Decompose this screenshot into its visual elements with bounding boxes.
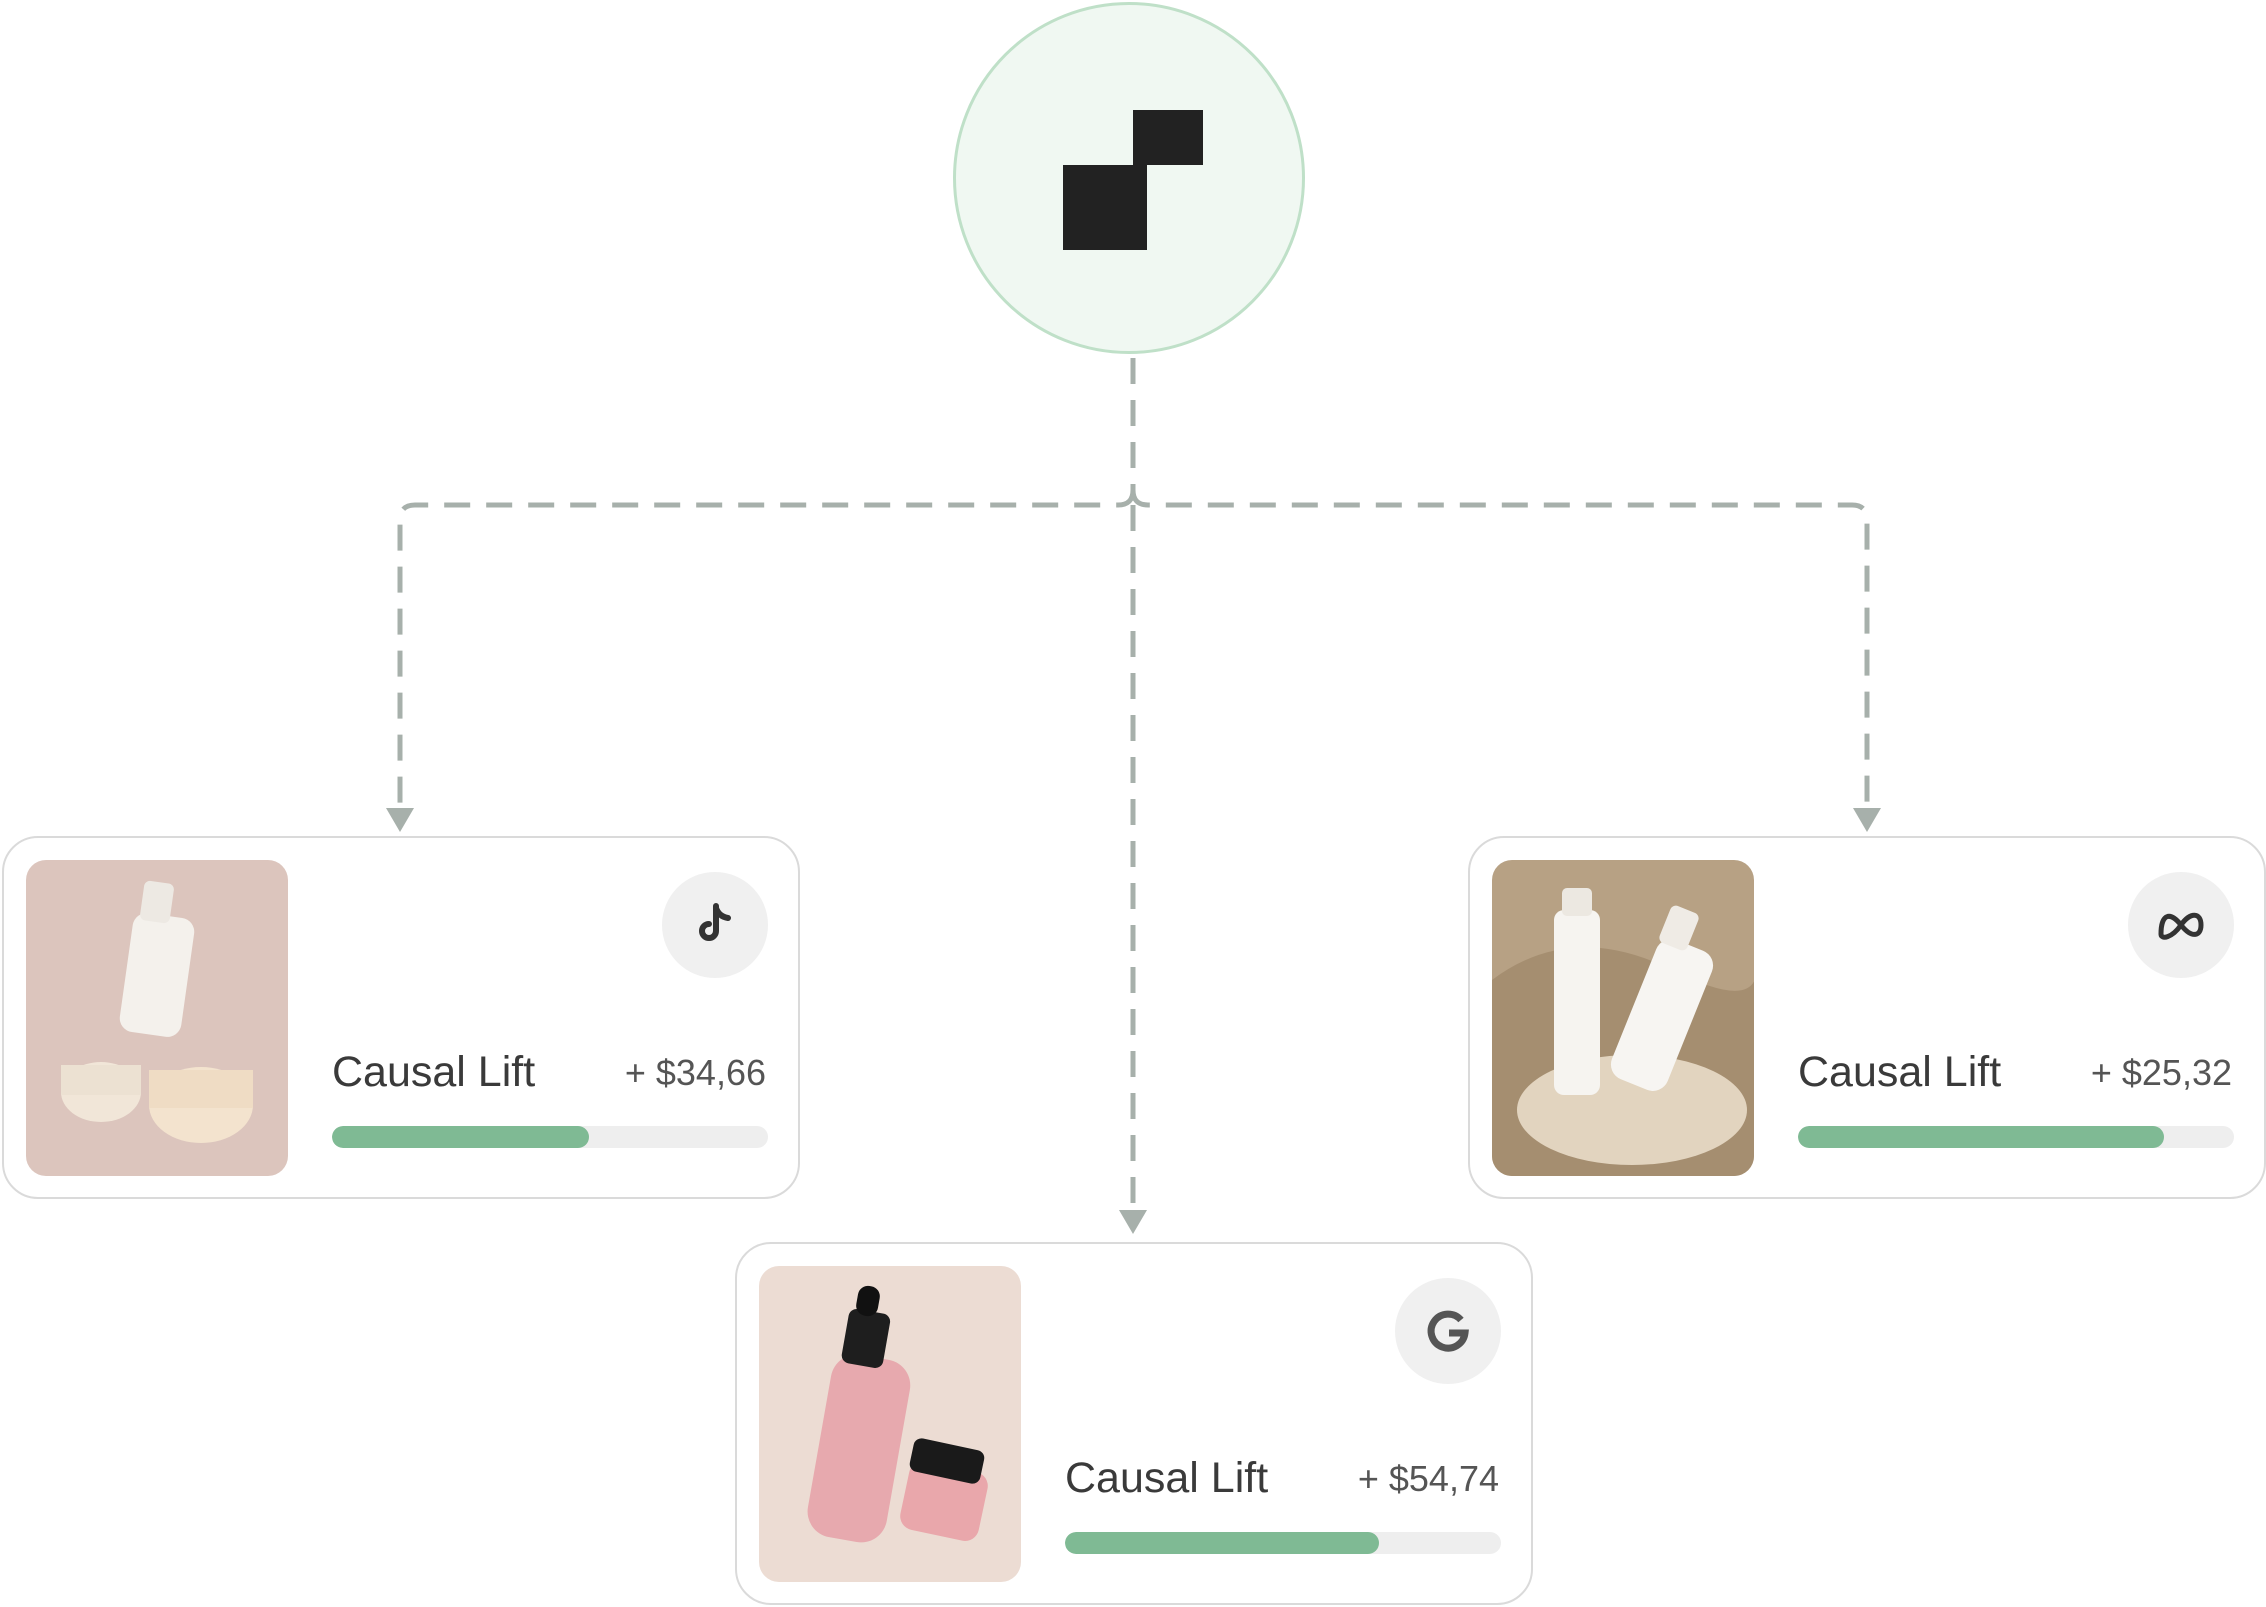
metric-label: Causal Lift bbox=[1798, 1048, 2002, 1096]
brand-logo-icon bbox=[1063, 110, 1203, 250]
lift-progress-fill bbox=[332, 1126, 590, 1148]
google-icon bbox=[1427, 1310, 1469, 1352]
channel-card-meta[interactable]: Causal Lift + $25,32 bbox=[1468, 836, 2266, 1199]
metric-value: + $25,32 bbox=[2090, 1052, 2232, 1093]
meta-badge bbox=[2128, 872, 2234, 978]
product-photo bbox=[759, 1266, 1021, 1582]
lift-progress-bar bbox=[1065, 1532, 1501, 1554]
metric-label: Causal Lift bbox=[332, 1048, 536, 1096]
brand-hub bbox=[953, 2, 1305, 354]
connector-left bbox=[397, 489, 1136, 808]
arrow-center bbox=[1119, 1210, 1147, 1234]
product-photo bbox=[1492, 860, 1754, 1176]
meta-icon bbox=[2158, 912, 2204, 940]
channel-card-google[interactable]: Causal Lift + $54,74 bbox=[735, 1242, 1533, 1605]
tiktok-badge bbox=[662, 872, 768, 978]
connector-right bbox=[1130, 489, 1870, 808]
google-badge bbox=[1395, 1278, 1501, 1384]
metric-value: + $34,66 bbox=[624, 1052, 766, 1093]
product-photo bbox=[26, 860, 288, 1176]
tiktok-icon bbox=[699, 903, 731, 941]
arrow-right bbox=[1853, 808, 1881, 832]
lift-progress-bar bbox=[332, 1126, 768, 1148]
arrow-left bbox=[386, 808, 414, 832]
lift-progress-fill bbox=[1798, 1126, 2165, 1148]
lift-progress-fill bbox=[1065, 1532, 1379, 1554]
channel-card-tiktok[interactable]: Causal Lift + $34,66 bbox=[2, 836, 800, 1199]
lift-progress-bar bbox=[1798, 1126, 2234, 1148]
metric-value: + $54,74 bbox=[1357, 1458, 1499, 1499]
metric-label: Causal Lift bbox=[1065, 1454, 1269, 1502]
